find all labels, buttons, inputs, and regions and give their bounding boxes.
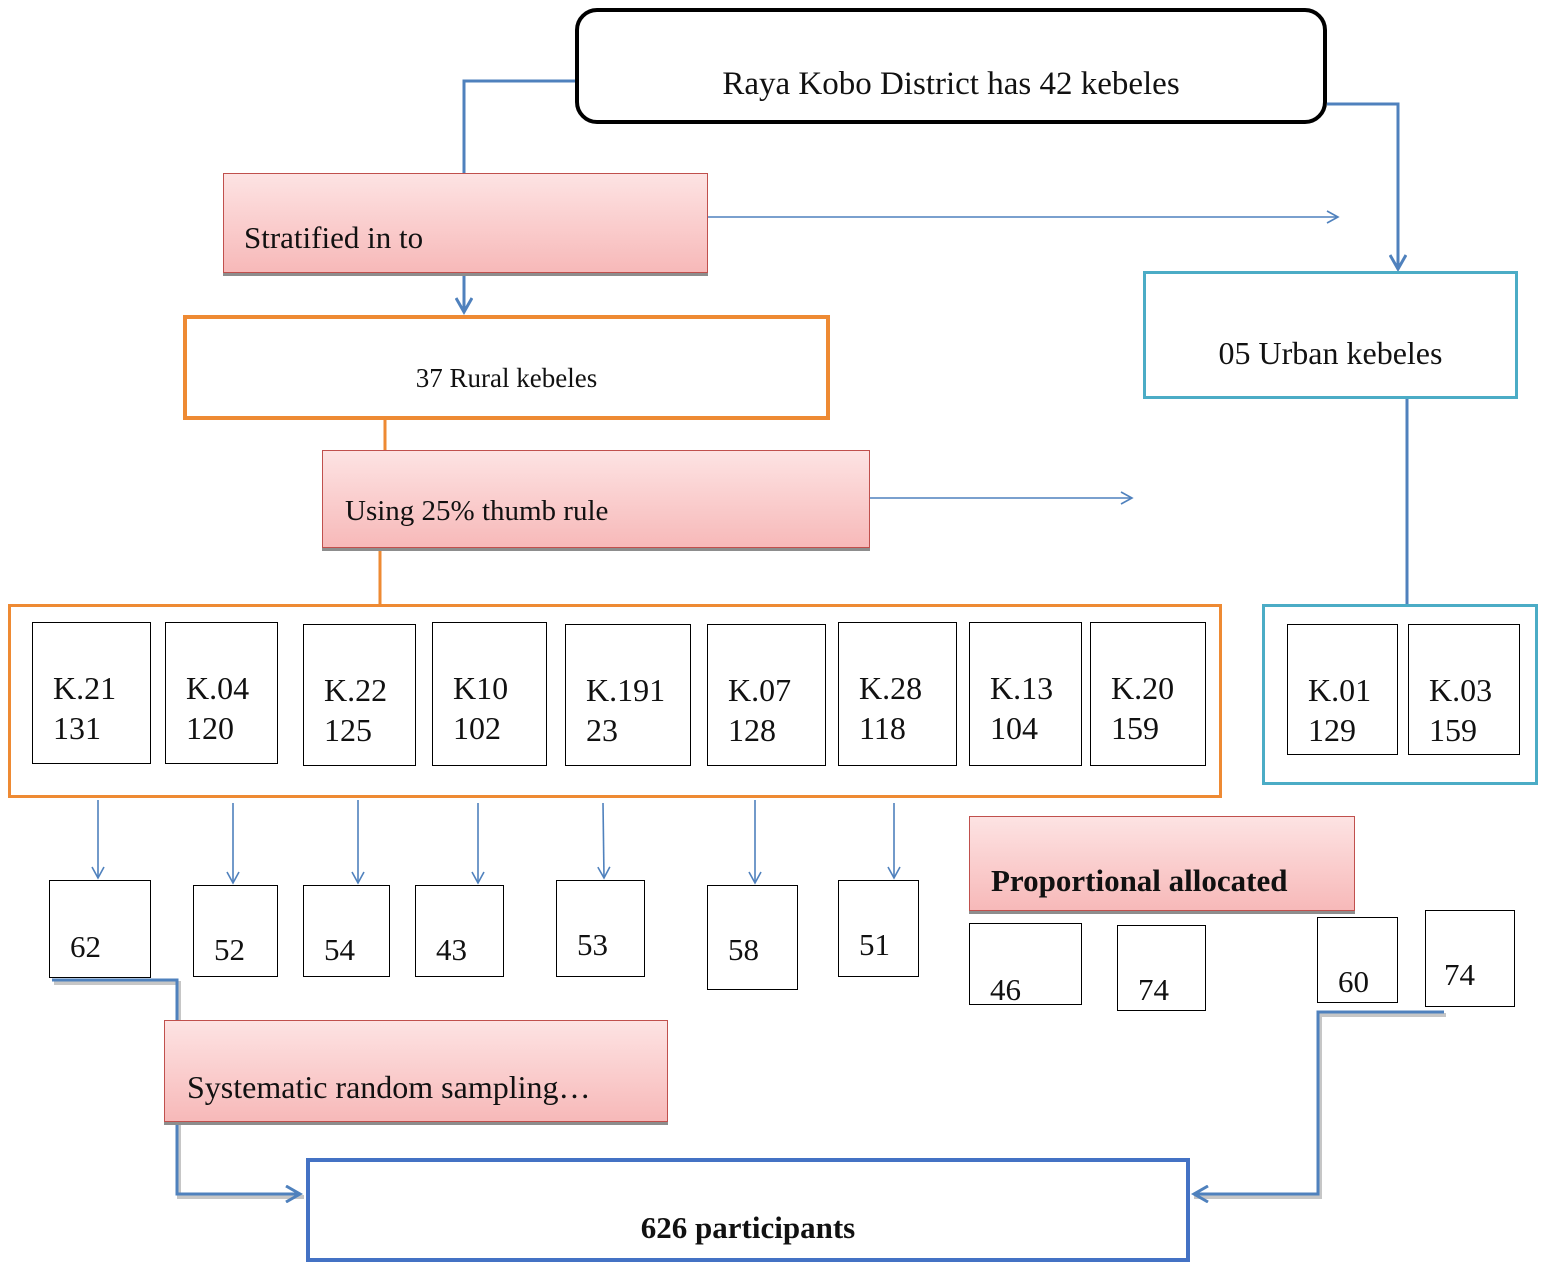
rural-kebele-group — [8, 604, 1222, 798]
sample-box: 46 — [969, 923, 1082, 1005]
sample-box: 60 — [1317, 917, 1398, 1003]
kebele-cell: K.28 118 — [838, 622, 957, 766]
thumb-rule-box: Using 25% thumb rule — [322, 450, 870, 548]
stratified-box: Stratified in to — [223, 173, 708, 273]
kebele-cell: K10 102 — [432, 622, 547, 766]
sample-box: 53 — [556, 880, 645, 977]
kebele-name: K.28 — [859, 670, 923, 706]
kebele-cell: K.22 125 — [303, 624, 416, 766]
kebele-value: 104 — [990, 710, 1038, 746]
urban-kebeles-label: 05 Urban kebeles — [1218, 334, 1443, 371]
kebele-cell: K.13 104 — [969, 622, 1082, 766]
connector-title-to-urban — [1327, 102, 1398, 269]
kebele-value: 128 — [728, 712, 776, 748]
urban-kebeles-box: 05 Urban kebeles — [1143, 271, 1518, 399]
systematic-sampling-label: Systematic random sampling… — [187, 1069, 591, 1105]
district-title-box: Raya Kobo District has 42 kebeles — [575, 8, 1327, 124]
urban-kebele-group — [1262, 604, 1538, 785]
kebele-cell: K.21 131 — [32, 622, 151, 764]
sample-value: 46 — [990, 972, 1021, 1005]
kebele-value: 102 — [453, 710, 501, 746]
district-title: Raya Kobo District has 42 kebeles — [722, 65, 1180, 102]
connector-urban-samples-to-participants — [1194, 1010, 1444, 1194]
sample-value: 54 — [324, 932, 355, 967]
kebele-value: 118 — [859, 710, 906, 746]
kebele-name: K10 — [453, 670, 509, 706]
sample-value: 60 — [1338, 964, 1369, 999]
kebele-name: K.21 — [53, 670, 117, 706]
sample-value: 58 — [728, 932, 759, 967]
sample-box: 43 — [415, 885, 504, 977]
sample-box: 74 — [1117, 925, 1206, 1011]
thumb-rule-label: Using 25% thumb rule — [345, 495, 609, 527]
kebele-value: 159 — [1429, 712, 1477, 748]
kebele-name: K.22 — [324, 672, 388, 708]
systematic-sampling-box: Systematic random sampling… — [164, 1020, 668, 1122]
rural-kebeles-label: 37 Rural kebeles — [415, 363, 598, 393]
sample-value: 53 — [577, 927, 608, 962]
kebele-cell: K.03 159 — [1408, 624, 1520, 755]
kebele-name: K.20 — [1111, 670, 1175, 706]
kebele-name: K.13 — [990, 670, 1054, 706]
sample-value: 43 — [436, 932, 467, 967]
kebele-value: 120 — [186, 710, 234, 746]
kebele-cell: K.04 120 — [165, 622, 278, 764]
kebele-name: K.01 — [1308, 672, 1372, 708]
stratified-label: Stratified in to — [244, 220, 424, 255]
kebele-value: 23 — [586, 712, 618, 748]
rural-kebeles-box: 37 Rural kebeles — [183, 315, 830, 420]
sample-value: 51 — [859, 927, 890, 962]
sample-box: 62 — [49, 880, 151, 978]
sample-value: 62 — [70, 929, 101, 964]
kebele-value: 159 — [1111, 710, 1159, 746]
proportional-box: Proportional allocated — [969, 816, 1355, 911]
sample-value: 74 — [1138, 972, 1169, 1007]
kebele-cell: K.01 129 — [1287, 624, 1398, 755]
kebele-cell: K.20 159 — [1090, 622, 1206, 766]
sample-box: 74 — [1425, 910, 1515, 1007]
sample-box: 51 — [838, 880, 919, 977]
arrow-sample-5 — [597, 802, 611, 880]
proportional-label: Proportional allocated — [991, 863, 1288, 898]
kebele-name: K.191 — [586, 672, 666, 708]
sample-value: 52 — [214, 932, 245, 967]
kebele-cell: K.07 128 — [707, 624, 826, 766]
kebele-value: 129 — [1308, 712, 1356, 748]
sample-value: 74 — [1444, 957, 1475, 992]
kebele-name: K.07 — [728, 672, 792, 708]
sample-box: 52 — [193, 885, 278, 977]
participants-box: 626 participants — [306, 1158, 1190, 1262]
kebele-cell: K.191 23 — [565, 624, 691, 766]
kebele-name: K.03 — [1429, 672, 1493, 708]
participants-label: 626 participants — [640, 1210, 856, 1245]
sample-box: 58 — [707, 885, 798, 990]
kebele-value: 131 — [53, 710, 101, 746]
kebele-value: 125 — [324, 712, 372, 748]
sample-box: 54 — [303, 885, 390, 977]
kebele-name: K.04 — [186, 670, 250, 706]
